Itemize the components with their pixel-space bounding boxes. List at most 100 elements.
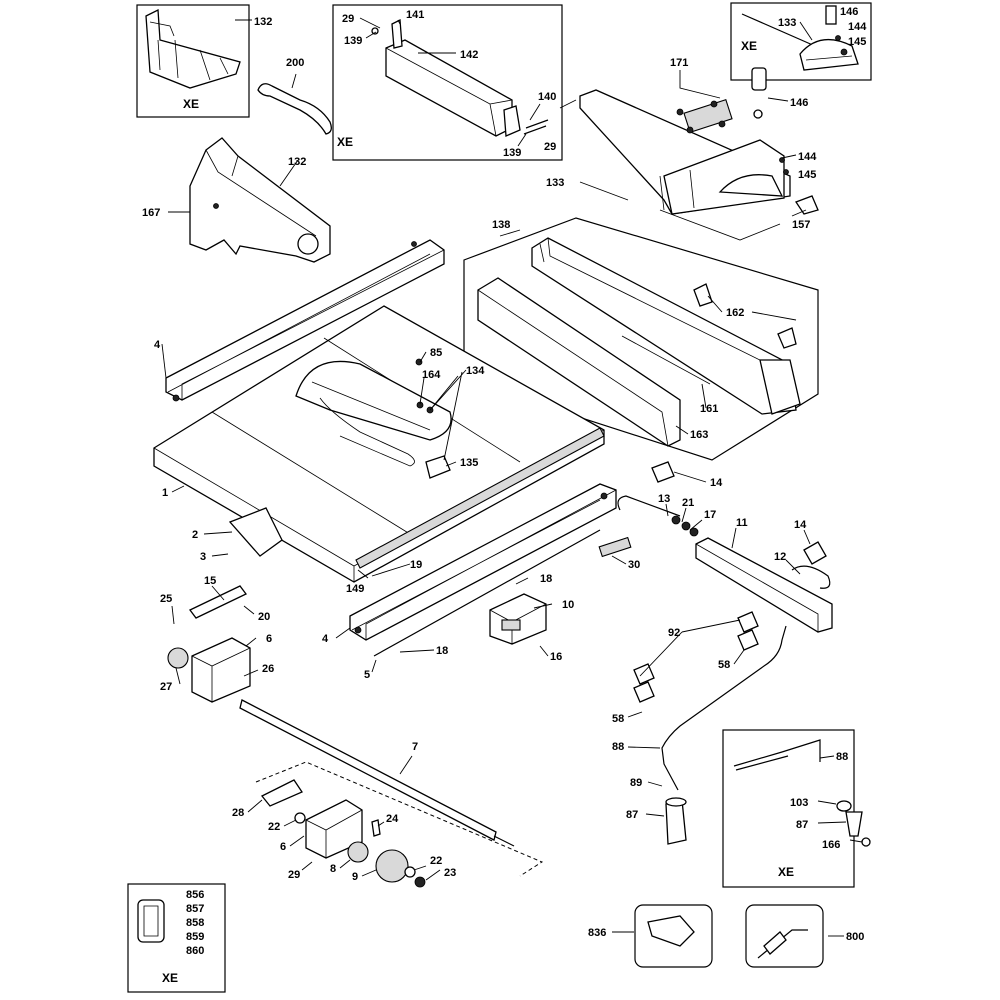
- inset-box-836: [634, 904, 713, 968]
- callout-171: 171: [670, 57, 688, 69]
- inset-box-142: [332, 4, 563, 161]
- callout-142: 142: [460, 49, 478, 61]
- miter-gauge-inset: [741, 5, 859, 71]
- callout-3: 3: [200, 551, 206, 563]
- callout-2: 2: [192, 529, 198, 541]
- callout-132: 132: [288, 156, 306, 168]
- callout-21: 21: [682, 497, 694, 509]
- callout-23: 23: [444, 867, 456, 879]
- callout-858: 858: [186, 917, 204, 929]
- callout-161: 161: [700, 403, 718, 415]
- callout-856: 856: [186, 889, 204, 901]
- callout-29: 29: [288, 869, 300, 881]
- callout-140: 140: [538, 91, 556, 103]
- callout-200: 200: [286, 57, 304, 69]
- callout-14: 14: [794, 519, 807, 531]
- callout-860: 860: [186, 945, 204, 957]
- callout-88: 88: [836, 751, 848, 763]
- trunnion-6-lower: [260, 779, 426, 888]
- subassembly-outline: [255, 761, 544, 877]
- callout-146: 146: [790, 97, 808, 109]
- xe-label: XE: [778, 865, 794, 879]
- callout-103: 103: [790, 797, 808, 809]
- callout-163: 163: [690, 429, 708, 441]
- callout-162: 162: [726, 307, 744, 319]
- callout-146: 146: [840, 6, 858, 18]
- callout-27: 27: [160, 681, 172, 693]
- plate-15: [189, 585, 247, 619]
- callout-10: 10: [562, 599, 574, 611]
- callout-15: 15: [204, 575, 216, 587]
- callout-28: 28: [232, 807, 244, 819]
- callout-30: 30: [628, 559, 640, 571]
- callout-12: 12: [774, 551, 786, 563]
- callout-19: 19: [410, 559, 422, 571]
- callout-139: 139: [344, 35, 362, 47]
- callout-133: 133: [546, 177, 564, 189]
- xe-label: XE: [183, 97, 199, 111]
- callout-141: 141: [406, 9, 424, 21]
- callout-29: 29: [544, 141, 556, 153]
- fence-rail-4-upper: [165, 239, 445, 402]
- inset-box-132: [136, 4, 250, 118]
- callout-133: 133: [778, 17, 796, 29]
- tool-800: [757, 929, 808, 959]
- callout-8: 8: [330, 863, 336, 875]
- miter-gauge-133: [579, 67, 819, 215]
- trunnion-6-upper: [191, 637, 251, 703]
- callout-164: 164: [422, 369, 441, 381]
- xe-label: XE: [741, 39, 757, 53]
- callout-5: 5: [364, 669, 370, 681]
- leader-lines: [161, 17, 863, 937]
- callout-13: 13: [658, 493, 670, 505]
- callout-857: 857: [186, 903, 204, 915]
- callout-167: 167: [142, 207, 160, 219]
- callout-9: 9: [352, 871, 358, 883]
- callout-14: 14: [710, 477, 723, 489]
- inset-box-856: [127, 883, 226, 993]
- shaft-7: [239, 699, 515, 847]
- xe-label: XE: [337, 135, 353, 149]
- callout-145: 145: [798, 169, 816, 181]
- push-stick-836: [647, 915, 695, 947]
- rip-fence-138: [477, 237, 801, 447]
- callout-87: 87: [796, 819, 808, 831]
- callout-157: 157: [792, 219, 810, 231]
- bracket-2: [228, 507, 283, 557]
- inset-box-133: [730, 2, 872, 81]
- callout-139: 139: [503, 147, 521, 159]
- callout-58: 58: [718, 659, 730, 671]
- callout-89: 89: [630, 777, 642, 789]
- callout-144: 144: [848, 21, 867, 33]
- label-30: [598, 536, 632, 558]
- wrench-200: [257, 83, 332, 135]
- callout-1: 1: [162, 487, 168, 499]
- callout-11: 11: [736, 517, 748, 529]
- callout-800: 800: [846, 931, 864, 943]
- callout-134: 134: [466, 365, 485, 377]
- callout-92: 92: [668, 627, 680, 639]
- gear-27: [167, 647, 189, 669]
- callout-144: 144: [798, 151, 817, 163]
- label-plate-856: [137, 899, 165, 943]
- callout-16: 16: [550, 651, 562, 663]
- callout-22: 22: [430, 855, 442, 867]
- blade-guard-bracket-inset: [145, 8, 241, 89]
- callout-25: 25: [160, 593, 172, 605]
- callout-87: 87: [626, 809, 638, 821]
- callout-149: 149: [346, 583, 364, 595]
- bevel-lock-assembly: [617, 461, 833, 633]
- inset-box-800: [745, 904, 824, 968]
- xe-label: XE: [162, 971, 178, 985]
- callout-17: 17: [704, 509, 716, 521]
- callout-836: 836: [588, 927, 606, 939]
- callout-18: 18: [436, 645, 448, 657]
- callout-18: 18: [540, 573, 552, 585]
- callout-4: 4: [154, 339, 161, 351]
- callout-22: 22: [268, 821, 280, 833]
- fence-rail-4-lower: [349, 483, 617, 657]
- callout-138: 138: [492, 219, 510, 231]
- riving-knife-142: [371, 18, 549, 137]
- callout-29: 29: [342, 13, 354, 25]
